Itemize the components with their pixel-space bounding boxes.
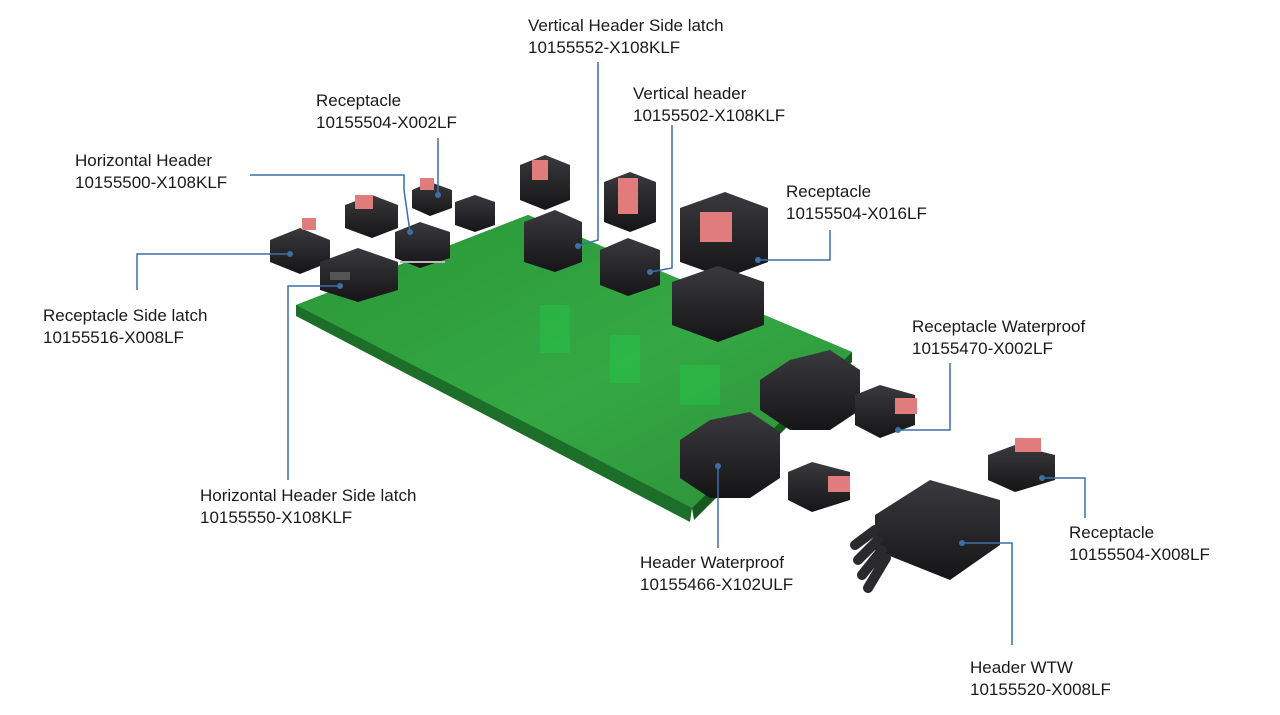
callout-part-number: 10155470-X002LF [912,339,1053,358]
callout-vertical-header: Vertical header 10155502-X108KLF [633,83,785,127]
callout-vertical-header-side-latch: Vertical Header Side latch 10155552-X108… [528,15,724,59]
callout-part-number: 10155466-X102ULF [640,575,794,594]
callout-name: Vertical Header Side latch [528,16,724,35]
callout-receptacle-x016: Receptacle 10155504-X016LF [786,181,927,225]
connector-small-header [455,195,495,232]
callout-part-number: 10155504-X016LF [786,204,927,223]
callout-name: Receptacle Side latch [43,306,208,325]
callout-part-number: 10155520-X008LF [970,680,1111,699]
connector-receptacle-side-latch [270,218,330,274]
callout-name: Header Waterproof [640,553,784,572]
connector-header-waterproof-lower [680,412,780,498]
callout-name: Receptacle [786,182,872,201]
callout-part-number: 10155504-X008LF [1069,545,1210,564]
callout-name: Receptacle [316,91,402,110]
callout-header-waterproof: Header Waterproof 10155466-X102ULF [640,552,793,596]
callout-receptacle-side-latch: Receptacle Side latch 10155516-X008LF [43,305,207,349]
leader-dots [287,192,1045,546]
connector-receptacle-x016 [672,192,768,342]
callout-name: Header WTW [970,658,1073,677]
connector-vertical-header-side-latch [520,155,582,272]
connector-header-waterproof-upper [760,350,860,430]
callout-name: Horizontal Header [75,151,213,170]
callout-part-number: 10155552-X108KLF [528,38,681,57]
callout-header-wtw: Header WTW 10155520-X008LF [970,657,1111,701]
callout-part-number: 10155516-X008LF [43,328,184,347]
leader-lines [136,62,1086,645]
connector-receptacle-x002 [412,178,452,216]
connector-receptacle-latch-small [345,195,398,238]
board-reflections [540,305,720,405]
connector-vertical-header-latched [600,172,660,296]
callout-name: Horizontal Header Side latch [200,486,417,505]
callout-part-number: 10155504-X002LF [316,113,457,132]
connector-header-wtw [850,480,1000,593]
callout-name: Receptacle Waterproof [912,317,1086,336]
connector-horizontal-header [395,222,450,268]
callout-part-number: 10155550-X108KLF [200,508,353,527]
callout-name: Vertical header [633,84,747,103]
callout-part-number: 10155500-X108KLF [75,173,228,192]
callout-part-number: 10155502-X108KLF [633,106,786,125]
callout-name: Receptacle [1069,523,1155,542]
callout-receptacle-x008: Receptacle 10155504-X008LF [1069,522,1210,566]
callout-horizontal-header: Horizontal Header 10155500-X108KLF [75,150,227,194]
callout-receptacle-waterproof: Receptacle Waterproof 10155470-X002LF [912,316,1085,360]
callout-horizontal-header-side-latch: Horizontal Header Side latch 10155550-X1… [200,485,416,529]
callout-receptacle-x002: Receptacle 10155504-X002LF [316,90,457,134]
connector-receptacle-x008 [988,438,1055,492]
connector-receptacle-waterproof [855,385,917,438]
connector-receptacle-lower [788,462,850,512]
